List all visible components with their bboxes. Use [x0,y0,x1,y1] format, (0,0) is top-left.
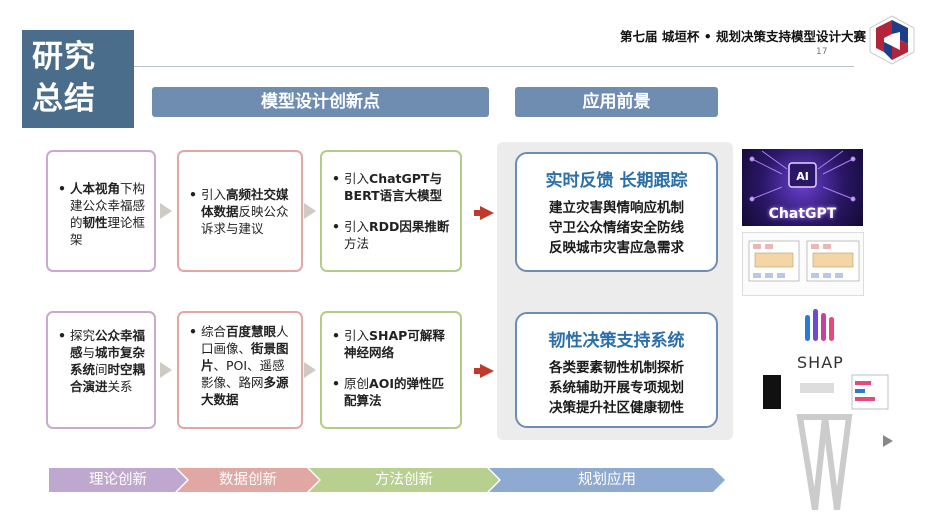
list-item: • 引入SHAP可解释神经网络 [332,328,445,360]
svg-text:AI: AI [796,170,809,183]
red-arrow-icon [474,364,494,378]
application-section-header: 应用前景 [515,87,718,117]
theory-card-bottom: • 探究公众幸福感与城市复杂系统间时空耦合演进关系 [46,311,156,429]
ribbon-data-innovation: 数据创新 [177,468,319,492]
slide-title-line-1: 研究 [32,39,96,75]
chatgpt-label: ChatGPT [768,206,837,222]
theory-card-top: • 人本视角下构建公众幸福感的韧性理论框架 [46,150,156,272]
list-item: • 综合百度慧眼人口画像、街景图片、POI、遥感影像、路网多源大数据 [189,324,289,407]
ai-brain-icon: AI [749,150,856,202]
slide-title-line-2: 总结 [32,81,96,117]
red-arrow-icon [474,206,494,220]
ribbon-theory-innovation: 理论创新 [49,468,187,492]
slide-title-block: 研究 总结 [22,30,134,128]
data-card-bottom: • 综合百度慧眼人口画像、街景图片、POI、遥感影像、路网多源大数据 [177,311,303,429]
application-card-top: 实时反馈 长期跟踪 建立灾害舆情响应机制 守卫公众情绪安全防线 反映城市灾害应急… [515,152,718,272]
bert-diagram-image [742,232,864,296]
ribbon-planning-application: 规划应用 [489,468,725,492]
data-card-top: • 引入高频社交媒体数据反映公众诉求与建议 [177,150,303,272]
flow-arrow-icon [160,362,172,378]
flow-arrow-icon [304,203,316,219]
header-divider [134,66,854,67]
application-card-bottom: 韧性决策支持系统 各类要素韧性机制探析 系统辅助开展专项规划 决策提升社区健康韧… [515,312,718,428]
list-item: • 引入高频社交媒体数据反映公众诉求与建议 [189,187,289,236]
shap-diagram-image [763,309,893,510]
contest-logo-icon [869,15,915,65]
ribbon-method-innovation: 方法创新 [309,468,499,492]
list-item: • 引入RDD因果推断方法 [332,219,450,251]
flow-arrow-icon [304,362,316,378]
list-item: • 原创AOI的弹性匹配算法 [332,376,444,408]
page-number: 17 [816,47,828,57]
method-card-bottom: • 引入SHAP可解释神经网络 • 原创AOI的弹性匹配算法 [320,311,462,429]
list-item: • 探究公众幸福感与城市复杂系统间时空耦合演进关系 [58,328,146,394]
innovation-section-header: 模型设计创新点 [152,87,489,117]
list-item: • 人本视角下构建公众幸福感的韧性理论框架 [58,181,146,247]
list-item: • 引入ChatGPT与BERT语言大模型 [332,171,443,203]
application-title: 韧性决策支持系统 [548,331,685,351]
shap-logo-icon [805,309,834,341]
shap-label: SHAP [797,353,844,372]
method-card-top: • 引入ChatGPT与BERT语言大模型 • 引入RDD因果推断方法 [320,150,462,272]
flow-arrow-icon [160,203,172,219]
chatgpt-image: AI ChatGPT [742,149,863,226]
contest-title: 第七届 城垣杯 • 规划决策支持模型设计大赛 [620,29,867,44]
application-title: 实时反馈 长期跟踪 [545,171,688,191]
